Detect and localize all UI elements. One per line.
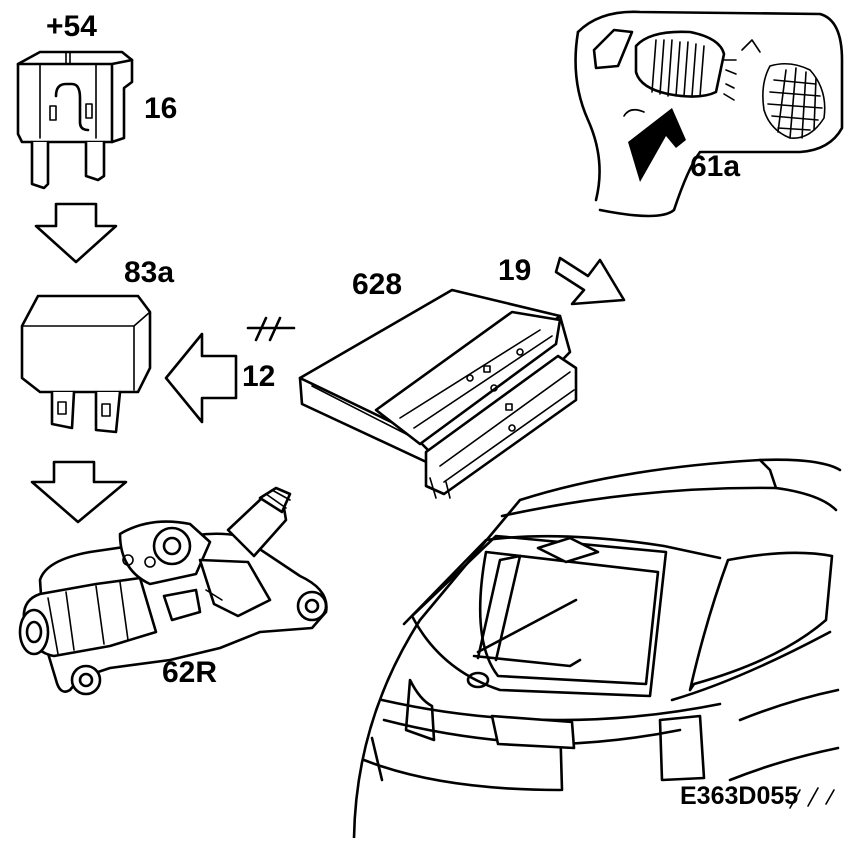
down-arrow-icon [30, 460, 128, 524]
fuse-label: 16 [144, 92, 178, 125]
diagonal-arrow-icon [554, 256, 626, 306]
rear-hatch-car-icon [352, 458, 842, 840]
ground-symbol-icon [246, 316, 296, 342]
relay-label: 83a [124, 256, 175, 289]
switch-label: 61a [690, 150, 741, 183]
wiper-motor-icon [18, 486, 328, 696]
control-unit-label: 628 [352, 268, 403, 301]
fuse-supply-label: +54 [46, 10, 97, 43]
left-arrow-icon [164, 332, 238, 424]
blade-fuse-icon [16, 50, 134, 190]
figure-code-label: E363D055 [680, 782, 799, 810]
wiper-stalk-switch-icon [574, 10, 844, 218]
switch-signal-label: 19 [498, 254, 532, 287]
control-module-icon [298, 288, 578, 499]
ground-label: 12 [242, 360, 276, 393]
relay-icon [20, 294, 152, 434]
wiper-motor-label: 62R [162, 656, 218, 689]
down-arrow-icon [34, 202, 118, 264]
